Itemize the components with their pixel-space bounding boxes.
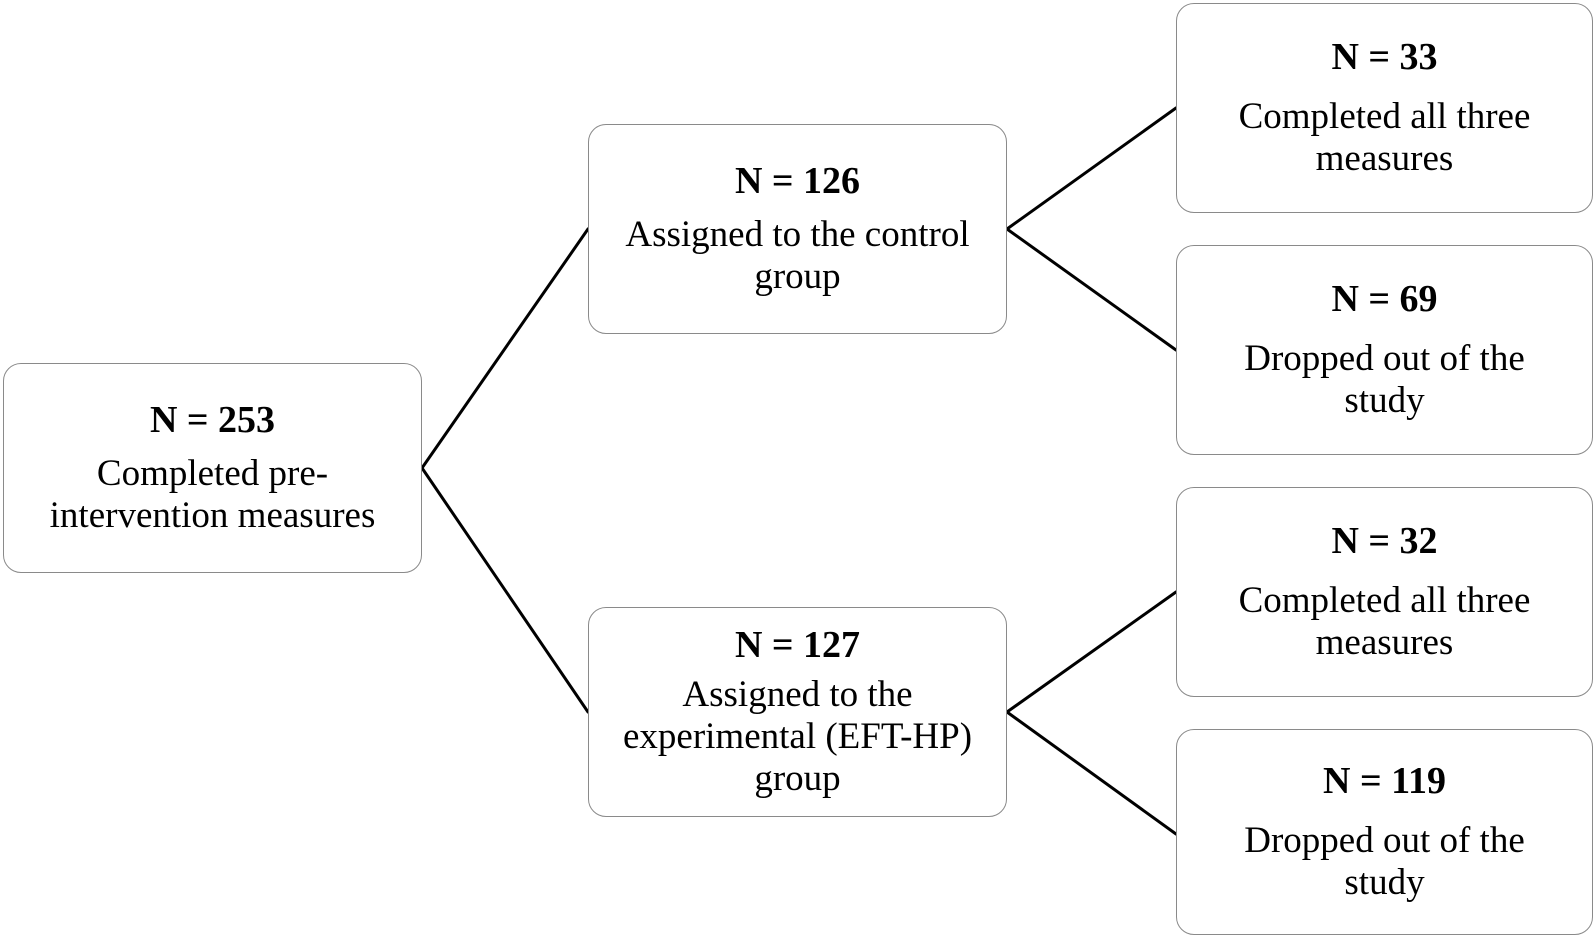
edge-experimental-to-dropped [1005,710,1178,836]
node-description: Dropped out of the study [1244,338,1525,422]
desc-line: measures [1315,622,1454,663]
node-experimental-dropped: N = 119 Dropped out of the study [1176,729,1593,935]
node-count: N = 32 [1331,520,1438,562]
node-count: N = 253 [149,399,276,441]
edge-root-to-experimental [420,466,590,714]
desc-line: Completed all three [1238,96,1531,137]
edge-control-to-dropped [1005,227,1178,352]
node-description: Assigned to the control group [625,214,969,298]
node-count: N = 127 [734,624,861,666]
desc-line: measures [1315,138,1454,179]
desc-line: Dropped out of the [1244,338,1525,379]
node-control-dropped: N = 69 Dropped out of the study [1176,245,1593,455]
edge-experimental-to-completed [1005,590,1178,714]
node-description: Completed all three measures [1239,96,1531,180]
node-description: Completed pre- intervention measures [50,453,376,537]
node-control-completed: N = 33 Completed all three measures [1176,3,1593,213]
node-experimental-completed: N = 32 Completed all three measures [1176,487,1593,697]
node-count: N = 119 [1323,760,1446,802]
node-description: Completed all three measures [1239,580,1531,664]
desc-line: Assigned to the control [625,214,970,255]
node-count: N = 69 [1331,278,1438,320]
desc-line: intervention measures [49,495,376,536]
node-experimental-group: N = 127 Assigned to the experimental (EF… [588,607,1007,817]
node-description: Dropped out of the study [1244,820,1525,904]
edge-control-to-completed [1005,106,1178,231]
desc-line: experimental (EFT-HP) [622,716,973,757]
node-control-group: N = 126 Assigned to the control group [588,124,1007,334]
node-pre-intervention: N = 253 Completed pre- intervention meas… [3,363,422,573]
desc-line: study [1344,862,1425,903]
desc-line: study [1344,380,1425,421]
edge-root-to-control [420,227,590,470]
desc-line: group [754,758,841,799]
node-description: Assigned to the experimental (EFT-HP) gr… [623,674,972,800]
desc-line: group [754,256,841,297]
node-count: N = 126 [734,160,861,202]
desc-line: Completed all three [1238,580,1531,621]
node-count: N = 33 [1331,36,1438,78]
desc-line: Assigned to the [682,674,913,715]
desc-line: Dropped out of the [1244,820,1525,861]
desc-line: Completed pre- [96,453,329,494]
